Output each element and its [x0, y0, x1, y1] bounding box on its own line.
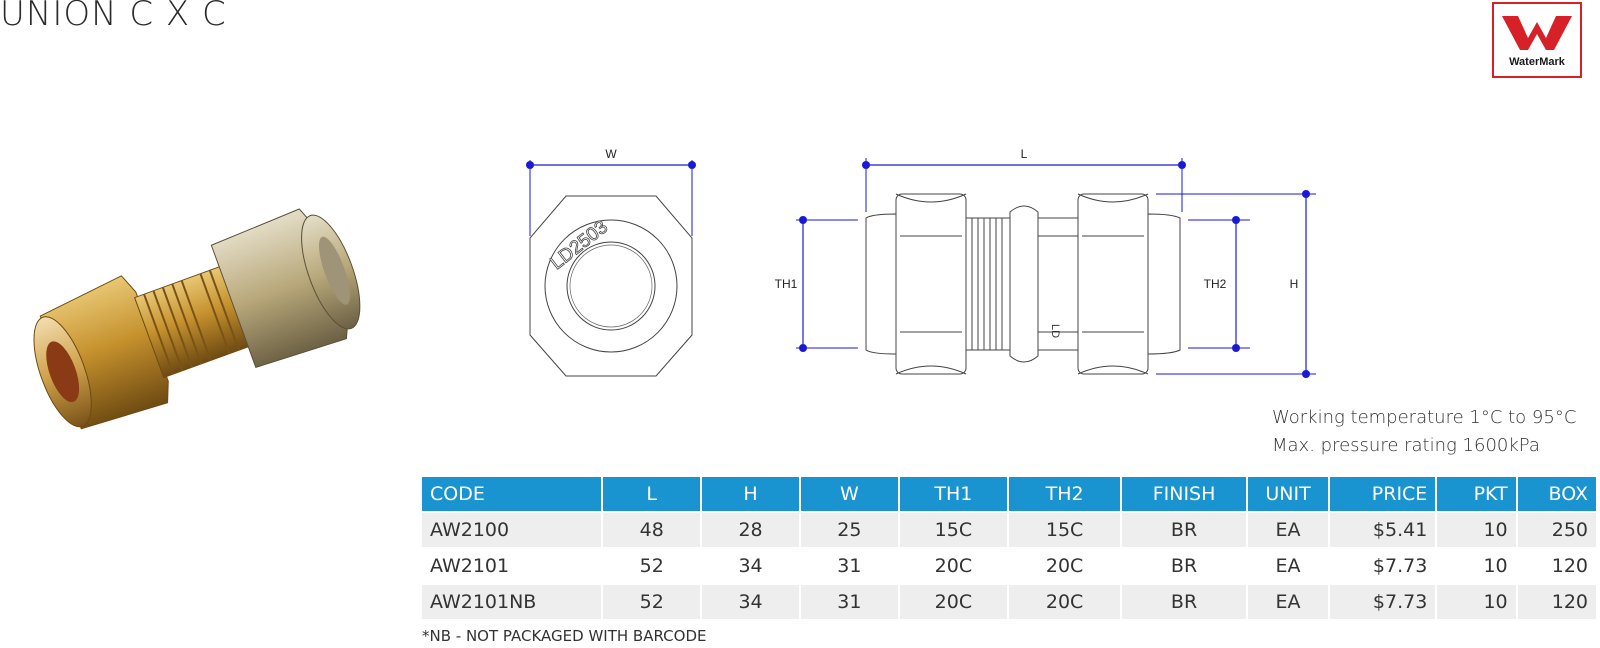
- watermark-label: WaterMark: [1509, 56, 1565, 68]
- end-view: W LD2503: [526, 147, 696, 377]
- cell-code: AW2101NB: [422, 583, 602, 619]
- cell-box: 120: [1517, 583, 1596, 619]
- footnote: *NB - NOT PACKAGED WITH BARCODE: [422, 627, 707, 645]
- cell-th2: 20C: [1008, 547, 1121, 583]
- cell-l: 48: [603, 511, 701, 547]
- watermark-logo: WaterMark: [1492, 2, 1582, 78]
- specifications: Working temperature 1°C to 95°C Max. pre…: [1272, 404, 1576, 460]
- column-header-l: L: [603, 477, 701, 511]
- cell-h: 34: [702, 547, 799, 583]
- watermark-w-icon: [1502, 16, 1572, 50]
- cell-th1: 20C: [899, 547, 1007, 583]
- l-label: L: [1021, 147, 1028, 161]
- cell-finish: BR: [1122, 511, 1246, 547]
- cell-finish: BR: [1122, 547, 1246, 583]
- column-header-th1: TH1: [899, 477, 1007, 511]
- cell-l: 52: [603, 583, 701, 619]
- max-pressure: Max. pressure rating 1600kPa: [1272, 435, 1540, 456]
- table-header-row: CODE L H W TH1 TH2 FINISH UNIT PRICE PKT…: [422, 477, 1596, 511]
- cell-code: AW2100: [422, 511, 602, 547]
- cell-th2: 15C: [1008, 511, 1121, 547]
- product-photo: [33, 208, 361, 430]
- cell-h: 34: [702, 583, 799, 619]
- column-header-pkt: PKT: [1437, 477, 1516, 511]
- table-row: AW2100 48 28 25 15C 15C BR EA $5.41 10 2…: [422, 511, 1596, 547]
- cell-h: 28: [702, 511, 799, 547]
- th2-label: TH2: [1204, 277, 1227, 291]
- page-title: UNION C X C: [0, 0, 227, 34]
- cell-pkt: 10: [1437, 547, 1516, 583]
- column-header-unit: UNIT: [1247, 477, 1329, 511]
- technical-drawing: W LD2503 L TH1 TH2 H: [526, 147, 1316, 378]
- column-header-w: W: [800, 477, 898, 511]
- cell-th2: 20C: [1008, 583, 1121, 619]
- column-header-code: CODE: [422, 477, 602, 511]
- cell-code: AW2101: [422, 547, 602, 583]
- cell-pkt: 10: [1437, 583, 1516, 619]
- th1-label: TH1: [775, 277, 798, 291]
- cell-w: 31: [800, 547, 898, 583]
- cell-price: $5.41: [1330, 511, 1436, 547]
- cell-th1: 15C: [899, 511, 1007, 547]
- column-header-price: PRICE: [1330, 477, 1436, 511]
- column-header-th2: TH2: [1008, 477, 1121, 511]
- cell-pkt: 10: [1437, 511, 1516, 547]
- cell-unit: EA: [1247, 547, 1329, 583]
- working-temperature: Working temperature 1°C to 95°C: [1272, 407, 1577, 428]
- cell-finish: BR: [1122, 583, 1246, 619]
- cell-box: 250: [1517, 511, 1596, 547]
- table-row: AW2101 52 34 31 20C 20C BR EA $7.73 10 1…: [422, 547, 1596, 583]
- h-label: H: [1290, 277, 1299, 291]
- column-header-box: BOX: [1517, 477, 1596, 511]
- cell-price: $7.73: [1330, 583, 1436, 619]
- w-label: W: [605, 147, 617, 161]
- cell-unit: EA: [1247, 583, 1329, 619]
- cell-price: $7.73: [1330, 547, 1436, 583]
- cell-w: 25: [800, 511, 898, 547]
- cell-unit: EA: [1247, 511, 1329, 547]
- cell-l: 52: [603, 547, 701, 583]
- product-table: CODE L H W TH1 TH2 FINISH UNIT PRICE PKT…: [420, 477, 1598, 619]
- side-view: L TH1 TH2 H: [775, 147, 1316, 378]
- table-row: AW2101NB 52 34 31 20C 20C BR EA $7.73 10…: [422, 583, 1596, 619]
- side-view-part-mark: LD: [1049, 324, 1061, 338]
- column-header-finish: FINISH: [1122, 477, 1246, 511]
- cell-th1: 20C: [899, 583, 1007, 619]
- cell-box: 120: [1517, 547, 1596, 583]
- cell-w: 31: [800, 583, 898, 619]
- column-header-h: H: [702, 477, 799, 511]
